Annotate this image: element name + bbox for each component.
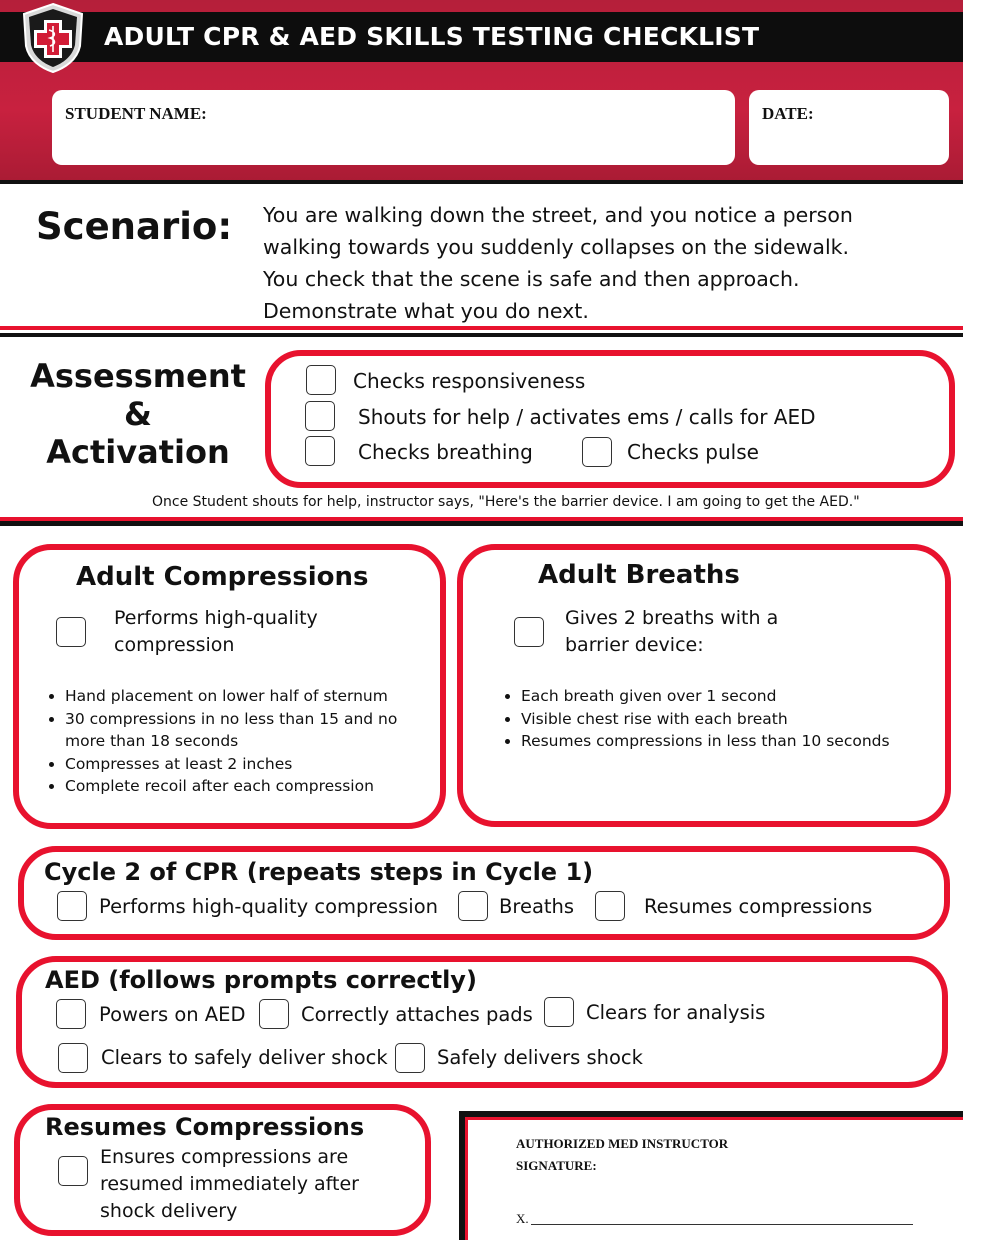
assessment-box bbox=[265, 350, 955, 488]
header-banner: ADULT CPR & AED SKILLS TESTING CHECKLIST… bbox=[0, 0, 963, 183]
cycle2-breaths-label: Breaths bbox=[499, 895, 575, 918]
breaths-check-line: Gives 2 breaths with a bbox=[565, 607, 779, 629]
delivers-shock-label: Safely delivers shock bbox=[437, 1046, 643, 1069]
cycle2-resumes-label: Resumes compressions bbox=[644, 895, 873, 918]
breaths-check-label: Gives 2 breaths with a barrier device: bbox=[565, 605, 778, 659]
breaths-title: Adult Breaths bbox=[538, 560, 740, 590]
divider-black bbox=[0, 333, 963, 337]
resumes-label: Ensures compressions are resumed immedia… bbox=[100, 1144, 359, 1225]
checkbox-clears-for-analysis[interactable] bbox=[544, 997, 574, 1027]
checkbox-cycle2-breaths[interactable] bbox=[458, 891, 488, 921]
divider-red bbox=[0, 326, 963, 330]
date-label: DATE: bbox=[762, 104, 814, 123]
checkbox-checks-pulse[interactable] bbox=[582, 437, 612, 467]
resumes-line: shock delivery bbox=[100, 1200, 238, 1222]
checkbox-cycle2-resumes[interactable] bbox=[595, 891, 625, 921]
checkbox-checks-responsiveness[interactable] bbox=[306, 365, 336, 395]
scenario-line: You are walking down the street, and you… bbox=[263, 203, 853, 227]
list-item: Resumes compressions in less than 10 sec… bbox=[521, 730, 931, 753]
divider-red bbox=[0, 517, 963, 521]
resumes-title: Resumes Compressions bbox=[45, 1113, 365, 1141]
checkbox-resumes-compressions[interactable] bbox=[58, 1156, 88, 1186]
checkbox-gives-2-breaths[interactable] bbox=[514, 617, 544, 647]
date-field[interactable]: DATE: bbox=[749, 90, 949, 165]
header-title-bar bbox=[0, 12, 963, 62]
clears-for-analysis-label: Clears for analysis bbox=[586, 1001, 766, 1024]
signature-label-line: AUTHORIZED MED INSTRUCTOR bbox=[516, 1136, 729, 1151]
compressions-box bbox=[13, 544, 446, 829]
compressions-title: Adult Compressions bbox=[76, 562, 369, 592]
compression-check-label: Performs high-quality compression bbox=[114, 605, 318, 659]
checks-pulse-label: Checks pulse bbox=[627, 440, 759, 464]
checkbox-shouts-for-help[interactable] bbox=[305, 401, 335, 431]
cycle2-compression-label: Performs high-quality compression bbox=[99, 895, 438, 918]
powers-on-aed-label: Powers on AED bbox=[99, 1003, 246, 1026]
medical-cross-shield-icon bbox=[22, 2, 84, 74]
assessment-title-line: Assessment bbox=[30, 357, 246, 395]
student-name-label: STUDENT NAME: bbox=[65, 104, 207, 123]
student-name-field[interactable]: STUDENT NAME: bbox=[52, 90, 735, 165]
checkbox-high-quality-compression[interactable] bbox=[56, 617, 86, 647]
scenario-line: Demonstrate what you do next. bbox=[263, 299, 589, 323]
signature-box-accent bbox=[465, 1117, 963, 1240]
resumes-line: Ensures compressions are bbox=[100, 1146, 349, 1168]
compression-check-line: Performs high-quality bbox=[114, 607, 318, 629]
scenario-line: walking towards you suddenly collapses o… bbox=[263, 235, 850, 259]
scenario-title: Scenario: bbox=[36, 205, 233, 248]
checks-breathing-label: Checks breathing bbox=[358, 440, 533, 464]
checkbox-attaches-pads[interactable] bbox=[259, 999, 289, 1029]
signature-box bbox=[459, 1111, 963, 1240]
list-item: Visible chest rise with each breath bbox=[521, 708, 931, 731]
breaths-check-line: barrier device: bbox=[565, 634, 704, 656]
aed-box bbox=[16, 956, 948, 1088]
list-item: Each breath given over 1 second bbox=[521, 685, 931, 708]
signature-label: AUTHORIZED MED INSTRUCTOR SIGNATURE: bbox=[516, 1133, 728, 1177]
header-divider bbox=[0, 180, 963, 184]
checkbox-powers-on-aed[interactable] bbox=[56, 999, 86, 1029]
list-item: Hand placement on lower half of sternum bbox=[65, 685, 425, 708]
assessment-title: Assessment & Activation bbox=[18, 357, 258, 471]
assessment-title-line: Activation bbox=[46, 433, 230, 471]
resumes-line: resumed immediately after bbox=[100, 1173, 359, 1195]
breaths-box bbox=[457, 544, 951, 827]
compressions-criteria-list: Hand placement on lower half of sternum … bbox=[45, 685, 425, 798]
list-item: Compresses at least 2 inches bbox=[65, 753, 425, 776]
breaths-criteria-list: Each breath given over 1 second Visible … bbox=[501, 685, 931, 753]
list-item: 30 compressions in no less than 15 and n… bbox=[65, 708, 425, 753]
scenario-text: You are walking down the street, and you… bbox=[263, 199, 953, 327]
clears-to-deliver-shock-label: Clears to safely deliver shock bbox=[101, 1046, 388, 1069]
attaches-pads-label: Correctly attaches pads bbox=[301, 1003, 533, 1026]
page-title: ADULT CPR & AED SKILLS TESTING CHECKLIST bbox=[104, 22, 760, 51]
signature-label-line: SIGNATURE: bbox=[516, 1158, 597, 1173]
checkbox-delivers-shock[interactable] bbox=[395, 1043, 425, 1073]
shouts-for-help-label: Shouts for help / activates ems / calls … bbox=[358, 405, 816, 429]
instructor-note: Once Student shouts for help, instructor… bbox=[152, 494, 860, 510]
cycle2-title: Cycle 2 of CPR (repeats steps in Cycle 1… bbox=[44, 858, 594, 886]
list-item: Complete recoil after each compression bbox=[65, 775, 425, 798]
scenario-line: You check that the scene is safe and the… bbox=[263, 267, 800, 291]
checkbox-clears-to-deliver-shock[interactable] bbox=[58, 1043, 88, 1073]
compression-check-line: compression bbox=[114, 634, 235, 656]
signature-line[interactable] bbox=[531, 1224, 913, 1225]
checkbox-cycle2-compression[interactable] bbox=[57, 891, 87, 921]
checkbox-checks-breathing[interactable] bbox=[305, 436, 335, 466]
assessment-title-line: & bbox=[124, 395, 152, 433]
checks-responsiveness-label: Checks responsiveness bbox=[353, 369, 586, 393]
divider-black bbox=[0, 521, 963, 526]
signature-x-mark: X. bbox=[516, 1211, 529, 1226]
aed-title: AED (follows prompts correctly) bbox=[45, 966, 477, 994]
